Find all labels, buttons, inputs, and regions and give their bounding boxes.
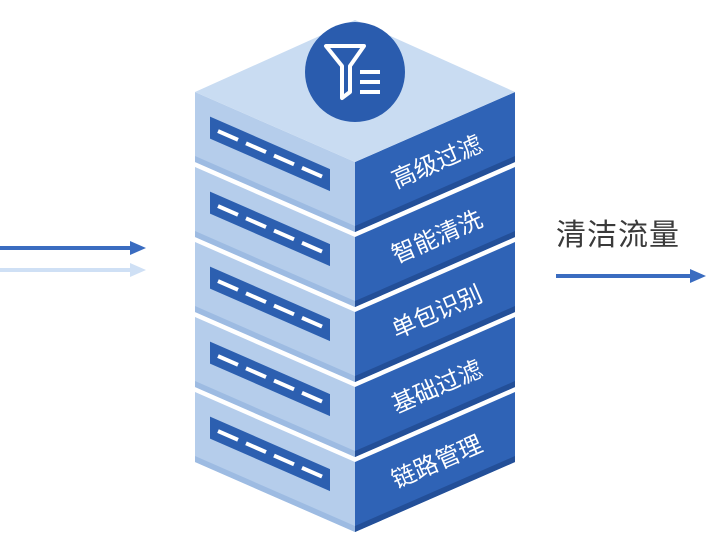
arrow-right-icon [130, 241, 146, 255]
layer-left-shade [195, 381, 355, 457]
layer-right-shade [355, 381, 515, 457]
layer-slot-dash [273, 378, 295, 392]
layer-slot-dash [273, 453, 295, 467]
layer-slot-dash [245, 291, 267, 304]
layer-right-face [355, 242, 515, 382]
layer-slot-dash [217, 279, 239, 292]
layer-left-shade [195, 456, 355, 532]
layer-right-shade [355, 456, 515, 532]
layer-right-face [355, 167, 515, 307]
layer-right-face [355, 392, 515, 532]
layer-slot [210, 191, 330, 267]
layer-right-face [355, 92, 515, 232]
output-arrow [556, 269, 706, 283]
input-arrows [0, 241, 146, 277]
layer-slot [210, 266, 330, 342]
stack-layer: 链路管理 [195, 392, 515, 532]
layer-slot-dash [301, 165, 323, 179]
layer-right-shade [355, 306, 515, 382]
output-label: 清洁流量 [556, 218, 680, 253]
funnel-circle [305, 22, 405, 122]
layer-slot-dash [217, 429, 239, 442]
layer-slot [210, 416, 330, 492]
layer-right-face [355, 317, 515, 457]
layer-slot-dash [217, 204, 239, 217]
layer-left-shade [195, 306, 355, 382]
layer-slot-dash [245, 441, 267, 454]
stack-layer: 基础过滤 [195, 317, 515, 457]
layer-slot-dash [301, 315, 323, 329]
layer-slot [210, 116, 330, 192]
layer-slot-dash [217, 129, 239, 142]
layer-right-shade [355, 231, 515, 307]
layer-slot [210, 341, 330, 417]
layer-slot-dash [301, 390, 323, 404]
layer-slot-dash [273, 153, 295, 167]
stack-top [195, 20, 515, 162]
arrow-right-icon [130, 263, 146, 277]
layer-left-shade [195, 231, 355, 307]
layer-slot-dash [245, 141, 267, 154]
layer-slot-dash [217, 354, 239, 367]
stack-layer: 智能清洗 [195, 167, 515, 307]
layer-slot-dash [245, 216, 267, 229]
stack-layer: 高级过滤 [195, 92, 515, 232]
layer-slot-dash [245, 366, 267, 379]
arrow-right-icon [690, 269, 706, 283]
funnel-shape [324, 44, 366, 100]
layer-slot-dash [301, 240, 323, 254]
layer-right-shade [355, 156, 515, 232]
layer-left-shade [195, 156, 355, 232]
funnel-filter-icon [305, 22, 405, 122]
layer-slot-dash [273, 303, 295, 317]
layer-slot-dash [273, 228, 295, 242]
layer-slot-dash [301, 465, 323, 479]
